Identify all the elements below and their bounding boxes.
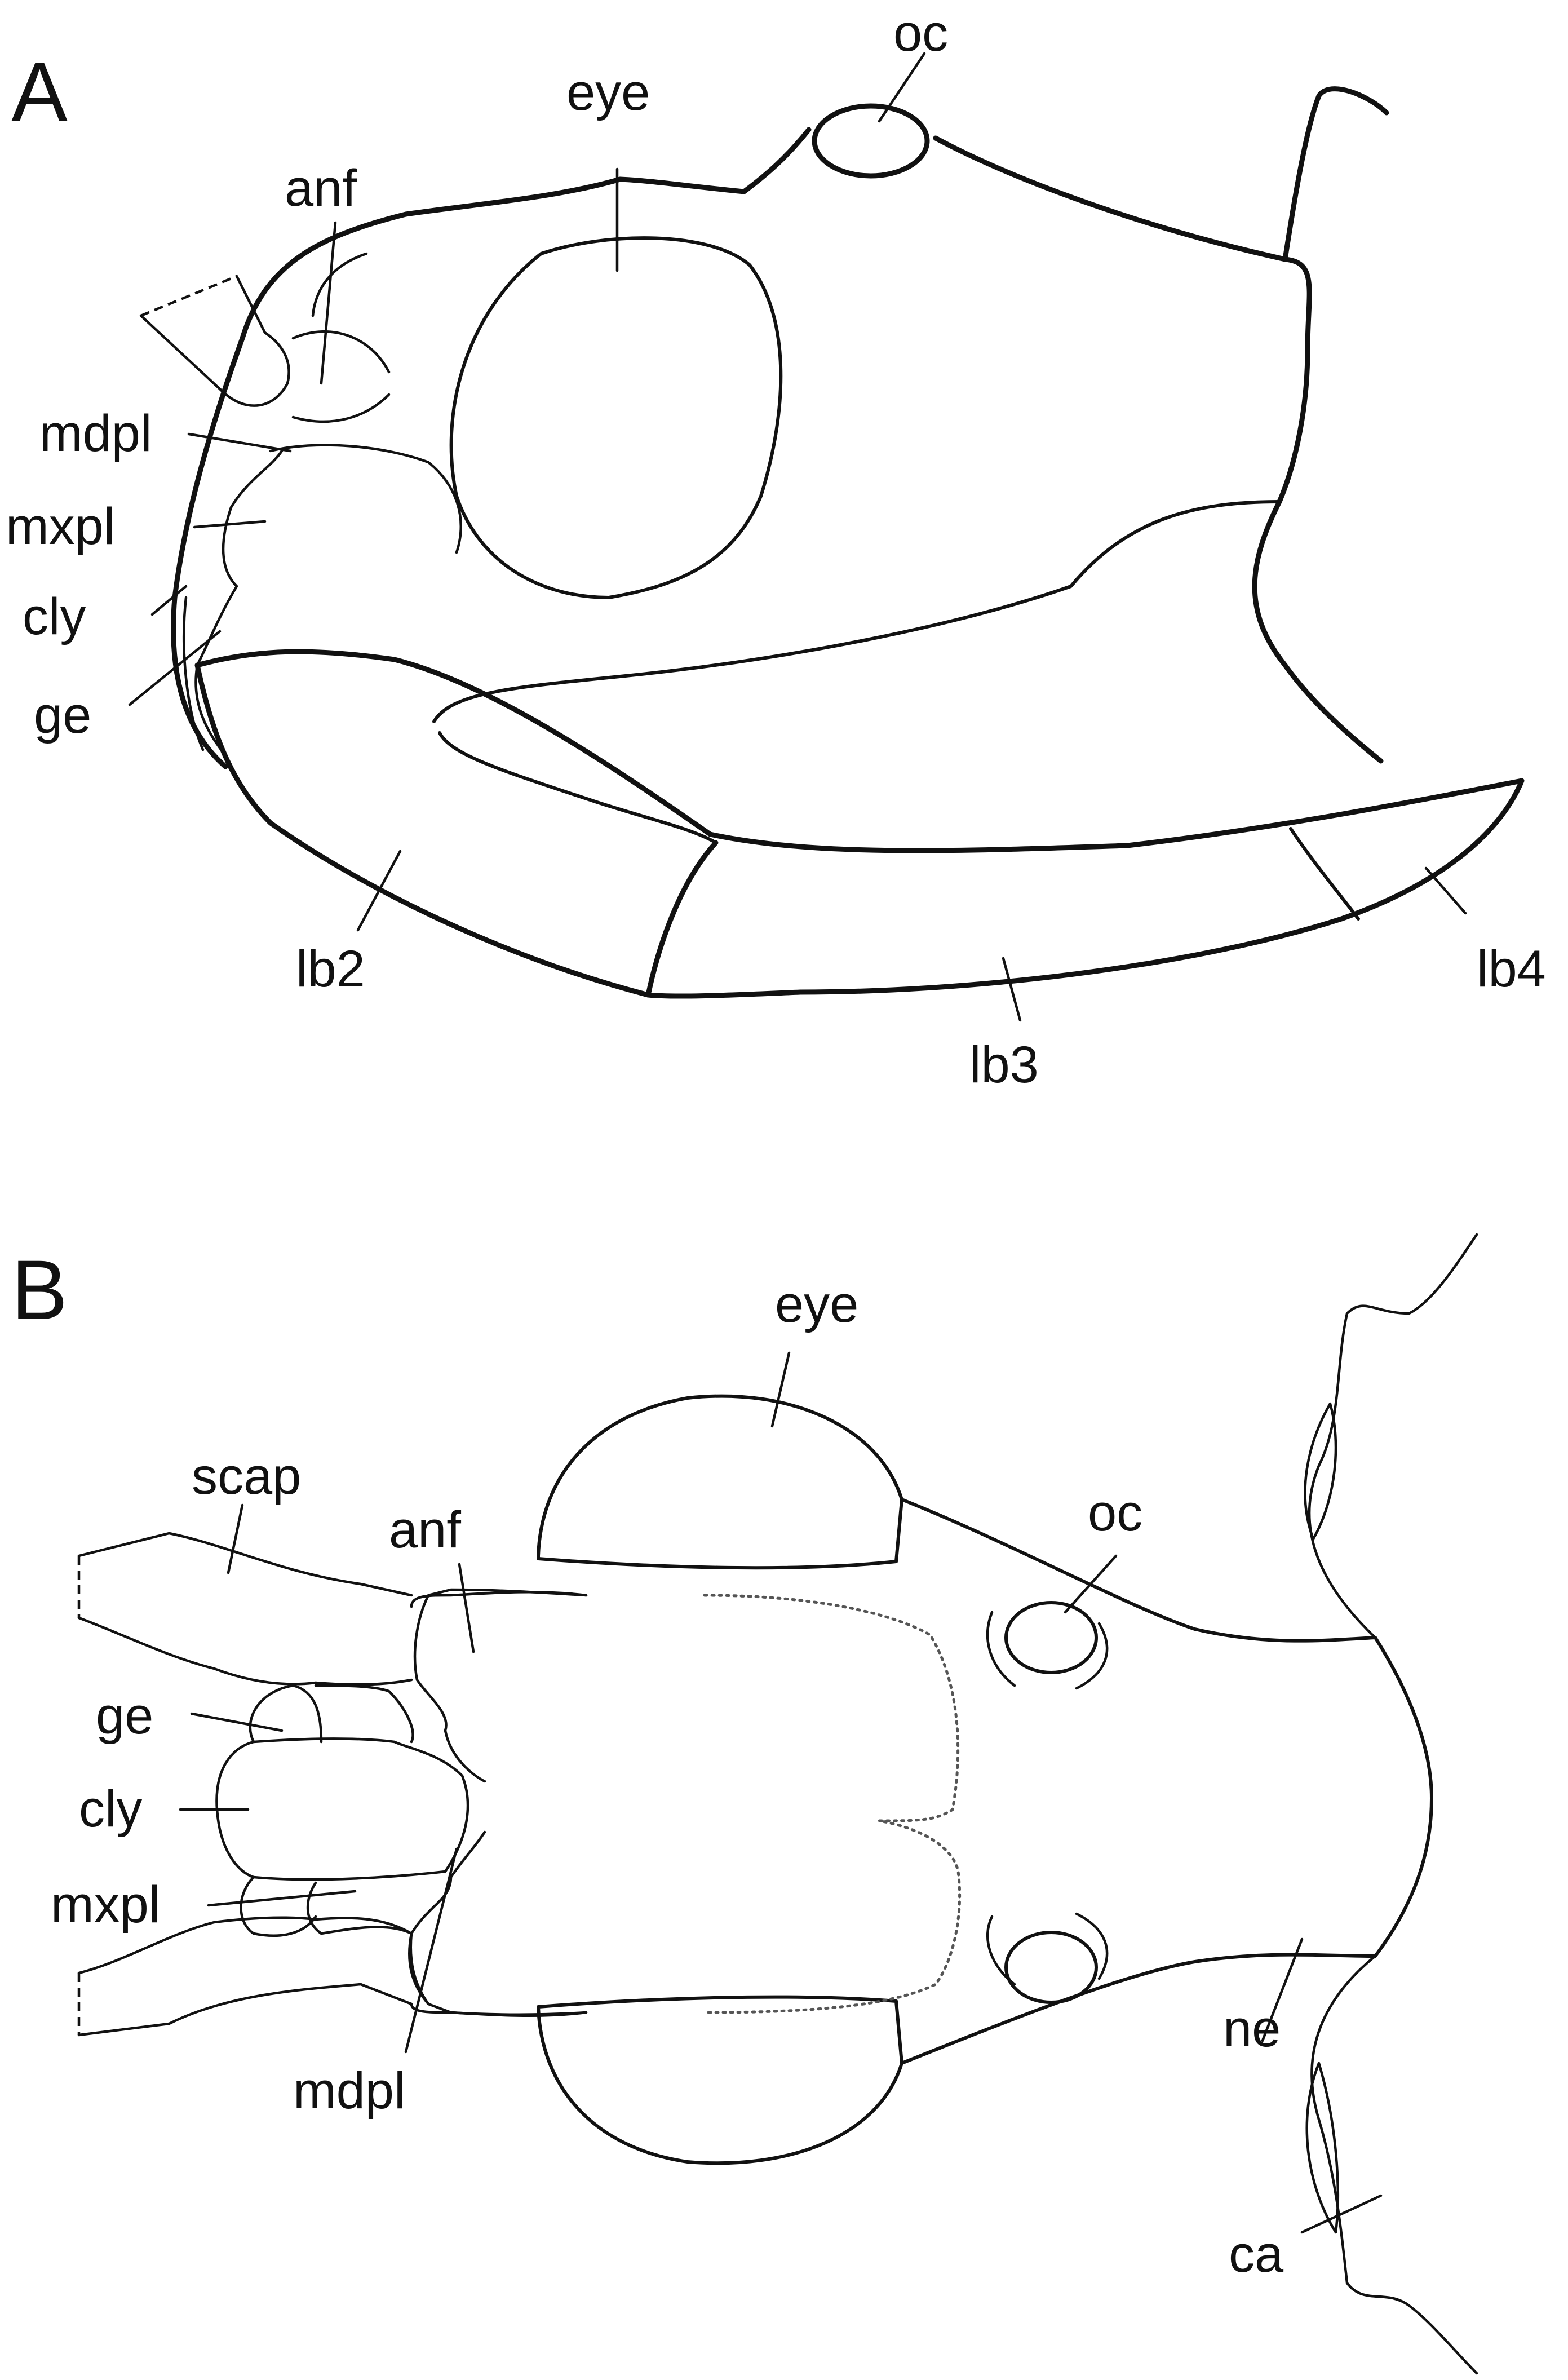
label-anf-a: anf (285, 160, 357, 217)
label-mdpl-a: mdpl (39, 405, 152, 462)
panel-a-letter: A (11, 45, 68, 139)
label-ca-b: ca (1229, 2226, 1284, 2283)
label-anf-b: anf (389, 1501, 461, 1559)
label-oc-b: oc (1088, 1484, 1142, 1542)
label-mxpl-b: mxpl (51, 1876, 160, 1934)
label-ne-b: ne (1223, 2000, 1281, 2058)
label-oc-a: oc (893, 5, 948, 62)
label-lb3-a: lb3 (969, 1036, 1039, 1094)
label-mxpl-a: mxpl (6, 498, 115, 555)
label-lb4-a: lb4 (1477, 940, 1546, 998)
label-ge-a: ge (34, 687, 91, 744)
label-ge-b: ge (96, 1687, 153, 1745)
label-lb2-a: lb2 (296, 940, 365, 998)
label-scap-b: scap (192, 1448, 301, 1505)
label-eye-b: eye (775, 1276, 858, 1333)
label-mdpl-b: mdpl (293, 2062, 405, 2120)
label-cly-b: cly (79, 1780, 142, 1838)
panel-b-letter: B (11, 1242, 68, 1337)
label-cly-a: cly (23, 588, 86, 645)
label-eye-a: eye (566, 64, 650, 121)
